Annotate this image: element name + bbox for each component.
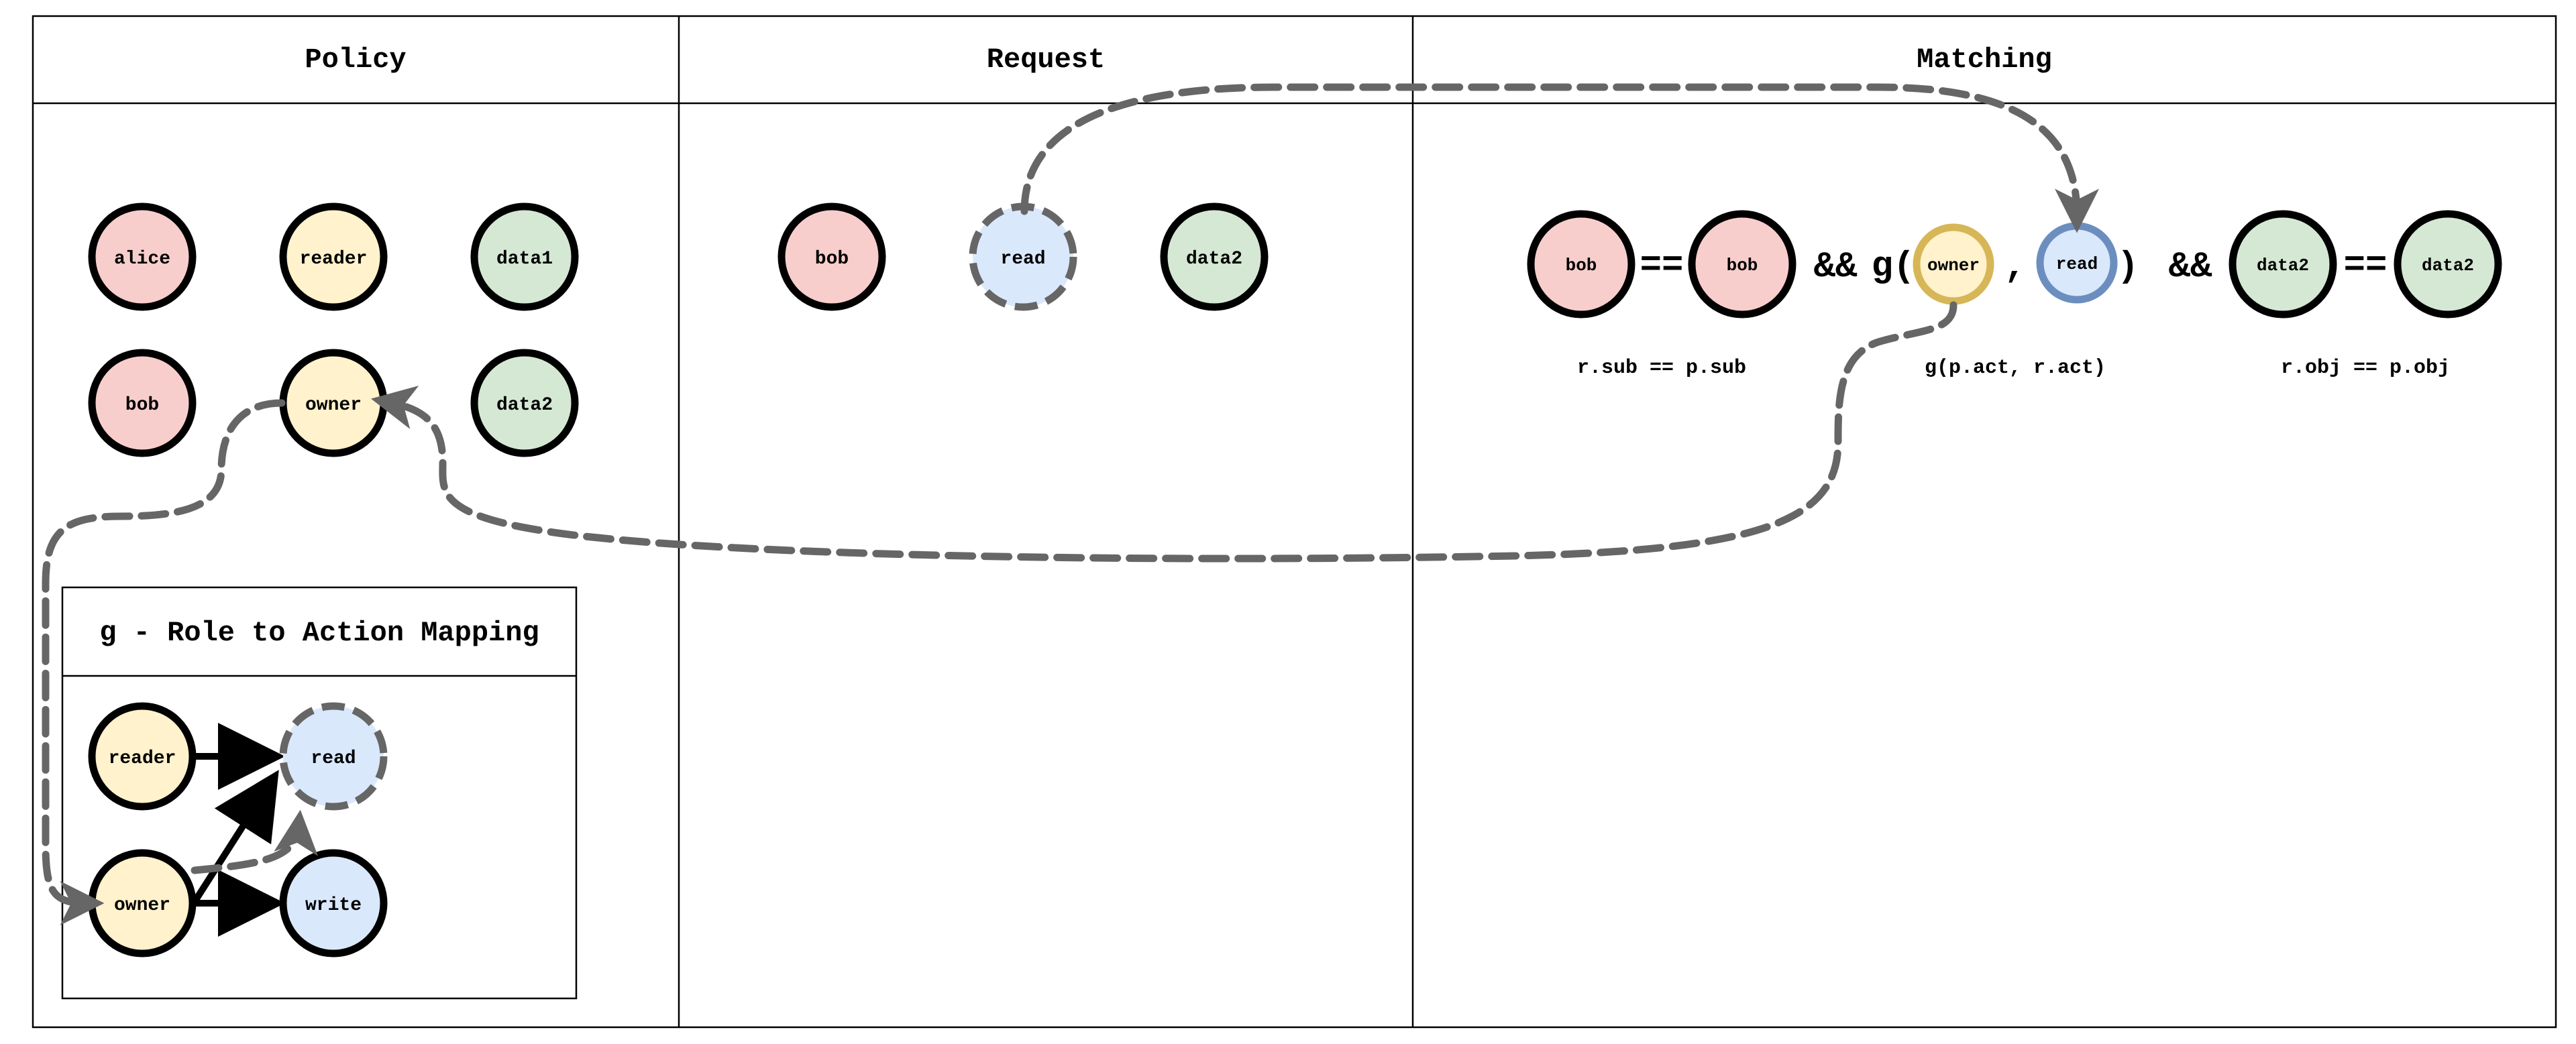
- dashed-connectors: [42, 83, 2099, 925]
- header-request: Request: [987, 44, 1105, 76]
- mapping-node-write: [279, 849, 388, 958]
- header-policy: Policy: [305, 44, 406, 76]
- policy-label-alice: alice: [114, 249, 170, 270]
- caption-obj: r.obj == p.obj: [2281, 357, 2450, 380]
- policy-nodes: [88, 202, 579, 457]
- policy-label-owner: owner: [305, 395, 362, 416]
- policy-label-data1: data1: [496, 249, 553, 270]
- arrow-owner-read: [191, 770, 279, 905]
- match-label-g-role: owner: [1927, 255, 1980, 276]
- match-op-and2: &&: [2169, 247, 2212, 288]
- match-label-g-action: read: [2056, 254, 2098, 274]
- request-label-object: data2: [1186, 249, 1242, 270]
- match-label-obj-right: data2: [2422, 255, 2474, 276]
- match-op-comma: ,: [2004, 247, 2026, 288]
- request-node-subject: [777, 202, 886, 311]
- arrow-match-owner-to-policy-owner: [371, 301, 1957, 563]
- mapping-label-reader: reader: [109, 748, 176, 769]
- mapping-arrows: [191, 723, 285, 937]
- match-label-sub-left: bob: [1566, 255, 1597, 276]
- mapping-node-read: [279, 702, 388, 811]
- match-op-g-close: ): [2117, 247, 2139, 288]
- match-obj-right: [2394, 210, 2502, 318]
- caption-g: g(p.act, r.act): [1925, 357, 2106, 380]
- mapping-box: [61, 586, 578, 1000]
- header-matching: Matching: [1917, 44, 2052, 76]
- arrow-mapping-owner-to-read: [191, 809, 318, 874]
- policy-node-bob: [88, 349, 197, 457]
- match-g-role: [1913, 223, 1994, 305]
- request-node-object: [1160, 202, 1269, 311]
- mapping-title: g - Role to Action Mapping: [99, 617, 539, 649]
- mapping-node-reader: [88, 702, 197, 811]
- match-label-sub-right: bob: [1727, 255, 1758, 276]
- arrow-policy-owner-to-mapping-owner: [42, 399, 286, 925]
- mapping-label-read: read: [311, 748, 356, 769]
- policy-node-data2: [470, 349, 579, 457]
- match-op-and1: &&: [1814, 247, 1858, 288]
- request-label-action: read: [1000, 249, 1045, 270]
- policy-label-reader: reader: [300, 249, 368, 270]
- match-label-obj-left: data2: [2257, 255, 2309, 276]
- match-sub-left: [1527, 210, 1635, 318]
- mapping-label-owner: owner: [114, 895, 170, 916]
- match-op-eq2: ==: [2344, 245, 2387, 286]
- table-frame: [32, 15, 2557, 1029]
- match-obj-left: [2229, 210, 2337, 318]
- policy-label-bob: bob: [125, 395, 159, 416]
- policy-node-alice: [88, 202, 197, 311]
- arrow-request-read-to-match-read: [1020, 83, 2099, 233]
- mapping-label-write: write: [305, 895, 362, 916]
- caption-sub: r.sub == p.sub: [1577, 357, 1746, 380]
- request-label-subject: bob: [815, 249, 849, 270]
- match-op-g-open: g(: [1872, 247, 1915, 288]
- match-op-eq1: ==: [1640, 245, 1684, 286]
- policy-node-reader: [279, 202, 388, 311]
- policy-node-data1: [470, 202, 579, 311]
- match-sub-right: [1688, 210, 1796, 318]
- policy-label-data2: data2: [496, 395, 553, 416]
